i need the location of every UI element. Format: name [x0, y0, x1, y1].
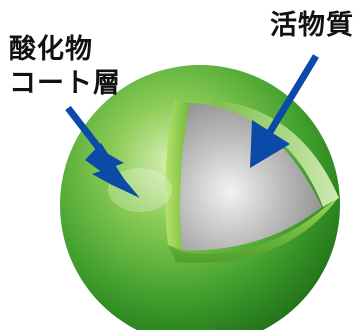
shell-cut-bottom — [168, 198, 338, 263]
active-material-core — [180, 103, 322, 251]
oxide-coat-layer-label-line2: コート層 — [9, 68, 121, 99]
active-material-arrow — [250, 54, 319, 168]
oxide-coat-layer-label: 酸化物 コート層 — [9, 33, 121, 101]
coat-layer-arrow — [65, 105, 140, 198]
active-material-label: 活物質 — [270, 10, 354, 41]
shell-cut-left — [165, 100, 190, 250]
oxide-coat-layer-label-line1: 酸化物 — [9, 34, 93, 65]
